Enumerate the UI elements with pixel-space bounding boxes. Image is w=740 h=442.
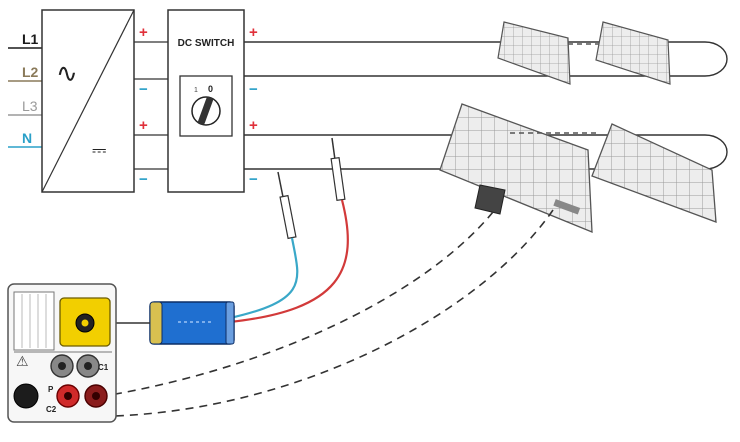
- ac-lines: L1 L2 L3 N: [8, 31, 42, 148]
- lead-blue: [229, 237, 299, 320]
- lead-red: [229, 199, 349, 324]
- dc-switch-title: DC SWITCH: [178, 38, 235, 49]
- label-l2: L2: [22, 64, 39, 80]
- pv-panel: [595, 21, 671, 85]
- probe-blue[interactable]: [279, 194, 297, 240]
- adapter-end-cap: [149, 301, 163, 345]
- adapter-body[interactable]: [149, 301, 235, 345]
- label-l3: L3: [22, 98, 38, 114]
- plus-sign: +: [249, 24, 258, 41]
- switch-position-label: 1: [194, 87, 198, 94]
- pv-panels: [439, 21, 717, 233]
- plus-sign: +: [249, 117, 258, 134]
- string-1-wire: [244, 41, 728, 77]
- minus-sign: −: [139, 171, 148, 188]
- minus-sign: −: [139, 81, 148, 98]
- pv-panel-large: [439, 103, 593, 233]
- measuring-adapter: [110, 301, 235, 345]
- earth-lead-1: [91, 211, 494, 399]
- adapter-end-cap: [225, 301, 235, 345]
- label-n: N: [22, 130, 32, 146]
- dc-strings: + − + −: [244, 24, 728, 188]
- earth-lead-2: [21, 209, 554, 418]
- knob-handle: [198, 97, 214, 125]
- earth-leads: [21, 209, 554, 418]
- terminal-p-label: P: [48, 385, 54, 394]
- socket-pin-core: [81, 319, 89, 327]
- ac-icon: ∿: [56, 58, 78, 88]
- probe-red[interactable]: [330, 156, 346, 202]
- dc-icon: ⎓: [92, 140, 106, 160]
- terminal-black[interactable]: [13, 383, 39, 409]
- instrument-panel: [13, 291, 55, 351]
- dc-switch: DC SWITCH 1 0: [167, 9, 245, 193]
- pv-panel-large: [591, 123, 717, 223]
- terminal-c2-label: C2: [46, 405, 57, 414]
- warning-icon: ⚠: [16, 353, 29, 369]
- junction-box: [474, 184, 506, 215]
- pv-panel: [497, 21, 571, 85]
- terminal-c1-label: C1: [98, 363, 109, 372]
- inverter-switch-wires: + − + −: [134, 24, 168, 188]
- plus-sign: +: [139, 117, 148, 134]
- string-2-wire: [244, 134, 728, 170]
- inverter: ∿ ⎓: [41, 9, 135, 193]
- minus-sign: −: [249, 81, 258, 98]
- plus-sign: +: [139, 24, 148, 41]
- test-instrument: ⚠ C1 P C2: [7, 283, 117, 423]
- switch-position-label: 0: [208, 84, 213, 94]
- label-l1: L1: [22, 31, 39, 47]
- minus-sign: −: [249, 171, 258, 188]
- rotary-switch-frame: [179, 75, 233, 137]
- test-probes: [229, 137, 349, 324]
- panel-label-plate: [553, 199, 581, 215]
- inverter-diagonal: [41, 9, 135, 193]
